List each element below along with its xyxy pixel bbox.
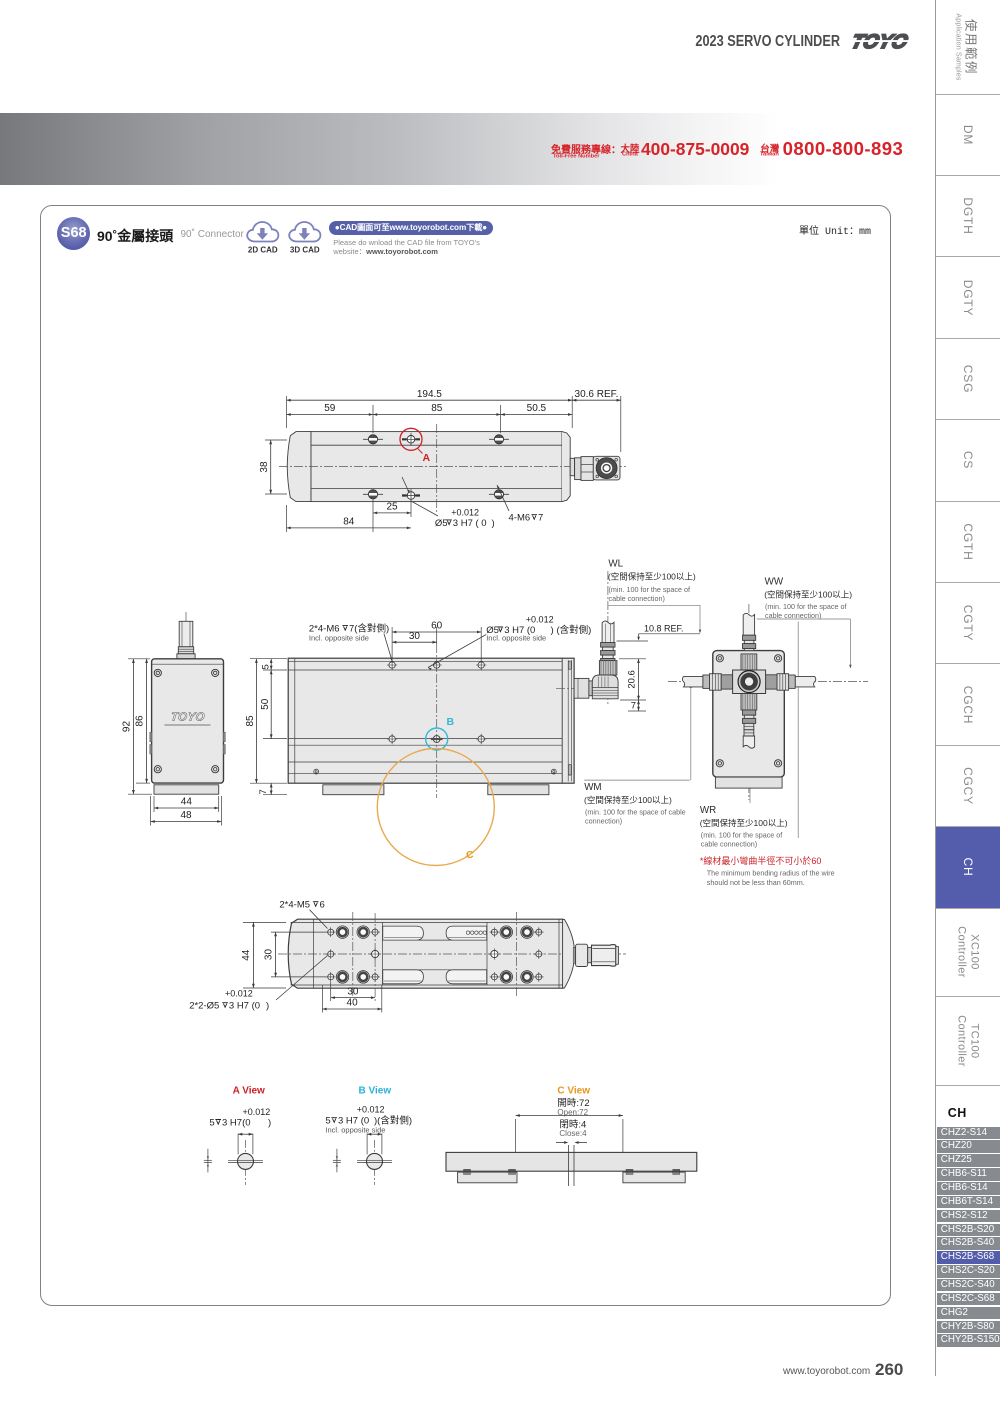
svg-text:cable connection): cable connection) [701, 839, 757, 848]
svg-text:Incl. opposite side: Incl. opposite side [325, 1126, 385, 1135]
svg-text:30.6 REF.: 30.6 REF. [575, 389, 619, 400]
svg-text:7(含對側): 7(含對側) [349, 622, 389, 634]
svg-text:50.5: 50.5 [527, 403, 547, 414]
svg-text:B: B [447, 716, 455, 728]
svg-text:(空間保持至少100以上): (空間保持至少100以上) [608, 572, 696, 582]
svg-text:7: 7 [538, 513, 543, 524]
svg-text:44: 44 [181, 797, 193, 808]
svg-text:開時:72: 開時:72 [557, 1098, 589, 1109]
svg-text:6: 6 [320, 900, 325, 911]
svg-text:WW: WW [765, 577, 784, 588]
svg-text:86: 86 [135, 715, 146, 727]
svg-text:): ) [551, 625, 554, 636]
svg-text:(min. 100 for the space of: (min. 100 for the space of [701, 830, 783, 839]
svg-text:(空間保持至少100以上): (空間保持至少100以上) [764, 590, 852, 600]
svg-text:25: 25 [386, 502, 398, 513]
svg-text:2*4-M6: 2*4-M6 [309, 623, 340, 634]
svg-text:2*4-M5: 2*4-M5 [279, 900, 310, 911]
svg-text:85: 85 [431, 403, 443, 414]
svg-text:cable connection): cable connection) [765, 611, 821, 620]
svg-text:2*2-Ø5: 2*2-Ø5 [189, 1001, 219, 1012]
svg-text:+0.012: +0.012 [526, 614, 554, 624]
svg-text:60: 60 [431, 621, 443, 632]
svg-text:Incl. opposite side: Incl. opposite side [309, 633, 369, 642]
svg-text:3 H7 (0: 3 H7 (0 [504, 625, 535, 636]
svg-text:(空間保持至少100以上): (空間保持至少100以上) [584, 795, 672, 805]
svg-text:cable connection): cable connection) [609, 594, 665, 603]
svg-text:38: 38 [259, 461, 270, 473]
svg-text:): ) [268, 1117, 271, 1128]
svg-text:20.6: 20.6 [626, 670, 637, 689]
svg-text:)(含對側): )(含對側) [374, 1115, 412, 1127]
svg-text:Incl. opposite side: Incl. opposite side [486, 633, 546, 642]
svg-text:59: 59 [324, 403, 336, 414]
svg-text:Open:72: Open:72 [557, 1108, 588, 1117]
svg-text:10.8 REF.: 10.8 REF. [644, 624, 684, 634]
svg-text:7: 7 [631, 701, 636, 712]
svg-text:(min. 100 for the space of: (min. 100 for the space of [765, 602, 847, 611]
svg-text:WL: WL [608, 559, 623, 570]
svg-text:A View: A View [233, 1086, 265, 1097]
svg-text:): ) [266, 1001, 269, 1012]
svg-text:3 H7 ( 0: 3 H7 ( 0 [453, 518, 487, 529]
svg-text:+0.012: +0.012 [451, 508, 479, 518]
svg-text:92: 92 [121, 721, 132, 733]
svg-text:2D CAD: 2D CAD [248, 246, 278, 255]
svg-text:should not be less than 60mm.: should not be less than 60mm. [707, 878, 805, 887]
svg-text:+0.012: +0.012 [243, 1107, 271, 1117]
svg-text:3 H7(0: 3 H7(0 [222, 1117, 251, 1128]
svg-text:30: 30 [409, 631, 421, 642]
svg-text:194.5: 194.5 [417, 389, 442, 400]
svg-text:40: 40 [347, 998, 359, 1009]
svg-text:5: 5 [209, 1117, 214, 1128]
svg-text:(空間保持至少100以上): (空間保持至少100以上) [700, 818, 788, 828]
svg-text:connection): connection) [585, 816, 622, 825]
svg-text:A: A [423, 452, 431, 464]
svg-text:Ø5: Ø5 [435, 518, 448, 529]
svg-text:3 H7 (0: 3 H7 (0 [229, 1001, 260, 1012]
svg-text:30: 30 [347, 986, 359, 997]
svg-text:Close:4: Close:4 [559, 1129, 587, 1138]
svg-text:7: 7 [258, 789, 269, 794]
svg-text:C: C [466, 849, 474, 861]
svg-text:Ø5: Ø5 [486, 625, 499, 636]
svg-text:85: 85 [245, 715, 256, 727]
svg-text:44: 44 [241, 949, 252, 961]
svg-text:WM: WM [584, 782, 601, 793]
svg-text:4-M6: 4-M6 [509, 513, 531, 524]
svg-text:84: 84 [343, 517, 355, 528]
svg-text:C View: C View [557, 1086, 590, 1097]
svg-text:5: 5 [261, 664, 272, 669]
svg-text:+0.012: +0.012 [357, 1105, 385, 1115]
svg-text:+0.012: +0.012 [225, 989, 253, 999]
svg-text:B View: B View [359, 1086, 392, 1097]
svg-text:50: 50 [260, 698, 271, 710]
svg-text:3D CAD: 3D CAD [290, 246, 320, 255]
svg-text:The minimum bending radius of: The minimum bending radius of the wire [707, 868, 835, 877]
svg-text:(min. 100 for the space of cab: (min. 100 for the space of cable [585, 807, 686, 816]
svg-text:3 H7 (0: 3 H7 (0 [338, 1116, 369, 1127]
svg-text:TOYO: TOYO [170, 712, 205, 724]
svg-text:WR: WR [700, 805, 716, 816]
svg-text:(min. 100 for the space of: (min. 100 for the space of [609, 585, 691, 594]
svg-text:): ) [492, 518, 495, 529]
svg-text:30: 30 [264, 949, 275, 961]
svg-text:*線材最小彎曲半徑不可小於60: *線材最小彎曲半徑不可小於60 [700, 855, 822, 866]
svg-text:(含對側): (含對側) [557, 624, 592, 636]
svg-text:48: 48 [180, 810, 192, 821]
svg-text:5: 5 [325, 1116, 330, 1127]
svg-text:閉時:4: 閉時:4 [559, 1120, 586, 1131]
